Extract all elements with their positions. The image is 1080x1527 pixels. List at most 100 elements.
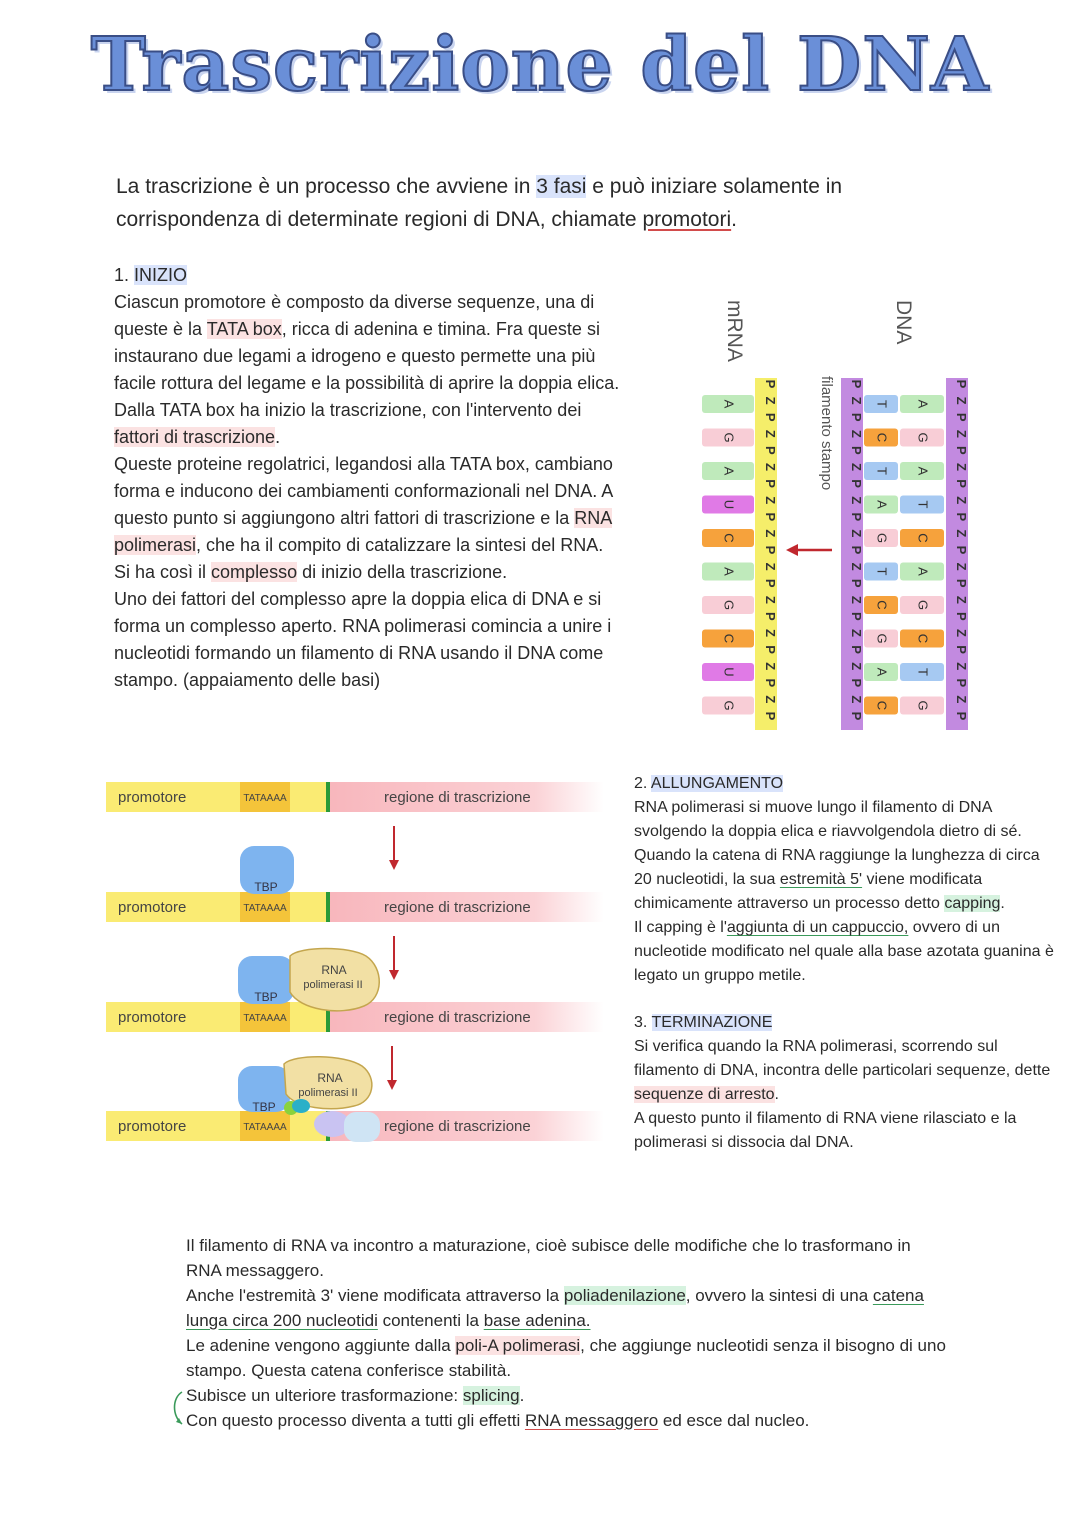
paragraph: Queste proteine regolatrici, legandosi a… bbox=[114, 451, 624, 559]
intro-text: La trascrizione è un processo che avvien… bbox=[116, 175, 537, 198]
paragraph: Uno dei fattori del complesso apre la do… bbox=[114, 589, 612, 690]
paragraph: Con questo processo diventa a tutti gli … bbox=[186, 1408, 946, 1433]
phosphate-label: P bbox=[954, 712, 969, 721]
promoter-label: promotore bbox=[118, 1009, 186, 1026]
sugar-label: Z bbox=[849, 662, 864, 670]
tata-label: TATAAAA bbox=[243, 903, 287, 914]
section-inizio: 1. INIZIO Ciascun promotore è composto d… bbox=[114, 262, 624, 694]
section-number: 2. bbox=[634, 775, 651, 792]
phosphate-label: P bbox=[849, 512, 864, 521]
text: Queste proteine regolatrici, legandosi a… bbox=[114, 454, 613, 528]
sugar-label: Z bbox=[763, 662, 778, 670]
sugar-label: Z bbox=[849, 629, 864, 637]
tata-label: TATAAAA bbox=[243, 1013, 287, 1024]
base-letter: A bbox=[916, 400, 931, 409]
highlight-estremita: estremità 5' bbox=[779, 871, 863, 888]
template-base: G bbox=[864, 629, 898, 648]
phosphate-label: P bbox=[954, 380, 969, 389]
mrna-base: C bbox=[702, 529, 754, 547]
highlight-rna-messaggero: RNA messaggero bbox=[524, 1411, 659, 1430]
section-title: TERMINAZIONE bbox=[651, 1014, 773, 1031]
highlight-phases: 3 fasi bbox=[536, 175, 587, 198]
text: , che aggiunge nucleotidi senza il bisog… bbox=[186, 1336, 946, 1380]
section-heading: 2. ALLUNGAMENTO bbox=[634, 772, 1054, 796]
section-number: 1. bbox=[114, 265, 135, 285]
coding-base: G bbox=[900, 696, 944, 715]
phosphate-label: P bbox=[954, 579, 969, 588]
paragraph: Anche l'estremità 3' viene modificata at… bbox=[186, 1283, 946, 1333]
intro-paragraph: La trascrizione è un processo che avvien… bbox=[116, 170, 976, 236]
tata-label: TATAAAA bbox=[243, 1122, 287, 1133]
base-letter: T bbox=[916, 668, 931, 676]
paragraph: Il capping è l'aggiunta di un cappuccio,… bbox=[634, 916, 1054, 988]
template-base: C bbox=[864, 428, 898, 447]
tata-label: TATAAAA bbox=[243, 793, 287, 804]
highlight-capping: capping bbox=[944, 895, 1001, 912]
phosphate-label: P bbox=[954, 546, 969, 555]
sugar-label: Z bbox=[954, 496, 969, 504]
text: Si ha così il bbox=[114, 562, 212, 582]
template-base: A bbox=[864, 495, 898, 514]
sugar-label: Z bbox=[763, 563, 778, 571]
phosphate-label: P bbox=[763, 512, 778, 521]
text: . bbox=[774, 1086, 779, 1103]
coding-base: A bbox=[900, 395, 944, 413]
base-pairing-diagram: mRNA DNA filamento stampo PZPZPZPZPZPZPZ… bbox=[702, 300, 969, 730]
coding-base: C bbox=[900, 629, 944, 648]
base-letter: G bbox=[916, 600, 931, 610]
template-base: T bbox=[864, 462, 898, 480]
paragraph: Le adenine vengono aggiunte dalla poli-A… bbox=[186, 1333, 946, 1383]
base-letter: C bbox=[916, 533, 931, 542]
region-label: regione di trascrizione bbox=[384, 1009, 531, 1026]
page-title: Trascrizione del DNA bbox=[90, 21, 990, 109]
rnapol-label-line1: RNA bbox=[317, 1071, 342, 1085]
sugar-label: Z bbox=[763, 695, 778, 703]
text: , ricca di adenina e timina. Fra queste … bbox=[114, 319, 620, 393]
section-heading: 3. TERMINAZIONE bbox=[634, 1011, 1054, 1035]
text: Si verifica quando la RNA polimerasi, sc… bbox=[634, 1038, 1051, 1079]
template-base: T bbox=[864, 395, 898, 413]
mrna-backbone bbox=[755, 378, 777, 730]
phosphate-label: P bbox=[849, 612, 864, 621]
base-letter: T bbox=[875, 400, 890, 408]
phosphate-label: P bbox=[849, 446, 864, 455]
region-label: regione di trascrizione bbox=[384, 1118, 531, 1135]
section-heading: 1. INIZIO bbox=[114, 262, 624, 289]
dna-label: DNA bbox=[892, 300, 915, 344]
sugar-label: Z bbox=[849, 529, 864, 537]
sugar-label: Z bbox=[763, 430, 778, 438]
base-letter: A bbox=[916, 467, 931, 476]
sugar-label: Z bbox=[954, 397, 969, 405]
tbp-label: TBP bbox=[252, 1100, 275, 1114]
mrna-base: U bbox=[702, 495, 754, 514]
base-letter: G bbox=[875, 533, 890, 543]
base-letter: T bbox=[875, 467, 890, 475]
template-base: C bbox=[864, 696, 898, 715]
base-letter: T bbox=[875, 568, 890, 576]
sugar-label: Z bbox=[763, 496, 778, 504]
text: Dalla TATA box ha inizio la trascrizione… bbox=[114, 400, 582, 420]
text: . bbox=[1000, 895, 1005, 912]
phosphate-label: P bbox=[849, 678, 864, 687]
sugar-label: Z bbox=[954, 563, 969, 571]
text: Con questo processo diventa a tutti gli … bbox=[186, 1411, 525, 1430]
text: ovvero di un nucleotide modificato nel q… bbox=[634, 919, 1054, 984]
paragraph: A questo punto il filamento di RNA viene… bbox=[634, 1110, 1017, 1151]
paragraph: Si ha così il complesso di inizio della … bbox=[114, 559, 624, 586]
phosphate-label: P bbox=[849, 546, 864, 555]
phosphate-label: P bbox=[763, 413, 778, 422]
text: . bbox=[275, 427, 281, 447]
base-letter: C bbox=[722, 634, 737, 643]
template-strand-label: filamento stampo bbox=[818, 376, 835, 490]
text: Anche l'estremità 3' viene modificata at… bbox=[186, 1286, 564, 1305]
sugar-label: Z bbox=[954, 662, 969, 670]
complex-3: RNA polimerasi II TBP bbox=[238, 947, 380, 1012]
coding-base: A bbox=[900, 462, 944, 480]
highlight-poliadenilazione: poliadenilazione bbox=[563, 1286, 686, 1305]
base-letter: G bbox=[916, 432, 931, 442]
tbp-label: TBP bbox=[254, 990, 277, 1004]
rnapol-label-line1: RNA bbox=[321, 963, 346, 977]
highlight-complesso: complesso bbox=[211, 562, 298, 582]
base-letter: A bbox=[916, 567, 931, 576]
